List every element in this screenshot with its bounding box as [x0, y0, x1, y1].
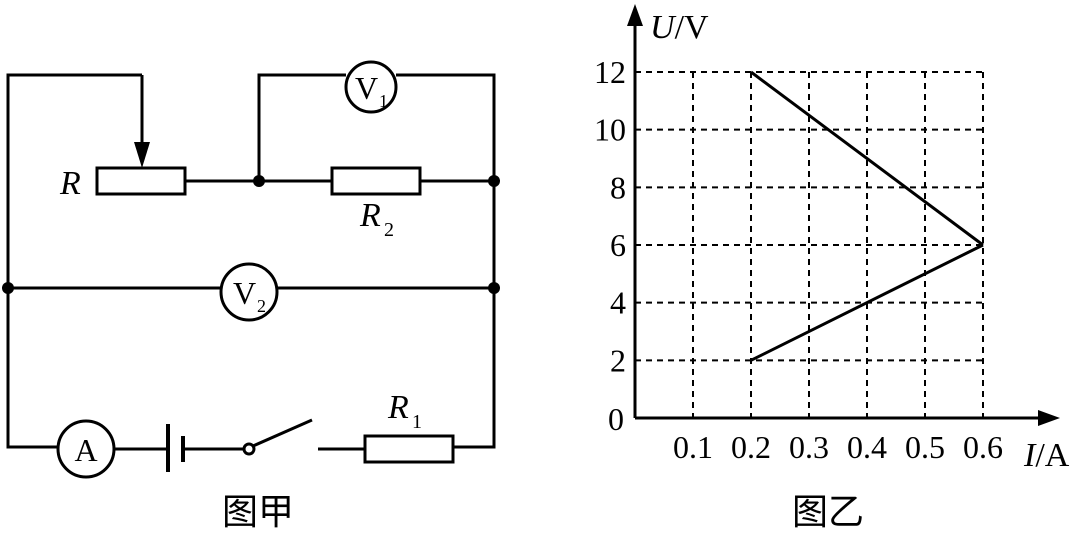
x-tick-label: 0.4	[847, 429, 887, 465]
junction-dot	[488, 175, 500, 187]
circuit-diagram	[6, 60, 496, 479]
circuit-labels: R R 2 R 1 V 1 V 2 A	[59, 70, 422, 468]
circuit-caption: 图甲	[222, 492, 294, 533]
y-axis-unit: /V	[675, 9, 709, 46]
y-tick-label: 6	[610, 227, 626, 263]
x-axis-arrow	[1038, 410, 1060, 426]
x-tick-label: 0.5	[905, 429, 945, 465]
y-tick-label: 4	[610, 285, 626, 321]
rheostat-R	[95, 166, 187, 196]
wire-left	[6, 73, 142, 449]
graph-panel: 0.1 0.2 0.3 0.4 0.5 0.6 2 4 6 8 10 12 0 U/V I/A 图乙	[594, 4, 1070, 533]
x-tick-label: 0.2	[731, 429, 771, 465]
y-axis-arrow	[627, 4, 643, 26]
data-series	[750, 70, 984, 362]
resistor-R1	[363, 434, 455, 464]
label-R2-subscript: 2	[384, 219, 394, 241]
x-tick-label: 0.6	[963, 429, 1003, 465]
junction-dot	[253, 175, 265, 187]
x-axis-symbol: I	[1023, 437, 1037, 474]
y-tick-label: 2	[610, 342, 626, 378]
label-R2: R	[359, 197, 381, 234]
voltmeter-V1	[344, 60, 398, 114]
label-V2: V	[233, 275, 256, 311]
axes	[627, 4, 1060, 426]
label-V2-subscript: 2	[257, 296, 266, 316]
voltmeter-V2	[219, 262, 279, 322]
y-tick-label: 8	[610, 169, 626, 205]
y-axis-label: U/V	[650, 9, 709, 46]
wire-V1-right	[396, 73, 496, 449]
x-axis-label: I/A	[1023, 437, 1070, 474]
x-tick-label: 0.1	[673, 429, 713, 465]
wire-V1-left	[257, 73, 346, 181]
rheostat-slider-arrow	[134, 142, 150, 168]
resistor-R2	[330, 166, 422, 196]
series-line	[750, 243, 984, 362]
grid	[635, 71, 984, 418]
y-tick-label: 10	[594, 112, 626, 148]
junction-dot	[488, 282, 500, 294]
junction-dot	[2, 282, 14, 294]
label-A: A	[74, 432, 97, 468]
y-axis-symbol: U	[650, 9, 677, 46]
x-axis-unit: /A	[1035, 437, 1069, 474]
label-R: R	[59, 165, 81, 202]
y-tick-label: 12	[594, 54, 626, 90]
tick-labels: 0.1 0.2 0.3 0.4 0.5 0.6 2 4 6 8 10 12	[594, 54, 1003, 465]
graph-caption: 图乙	[792, 492, 864, 533]
circuit-junctions	[2, 175, 500, 294]
switch-blade	[252, 418, 313, 448]
series-line	[750, 70, 984, 247]
label-R1-subscript: 1	[412, 411, 422, 433]
origin-label: 0	[608, 401, 624, 437]
label-V1-subscript: 1	[379, 91, 388, 111]
switch-pivot	[242, 442, 256, 456]
x-tick-label: 0.3	[789, 429, 829, 465]
label-R1: R	[387, 389, 409, 426]
label-V1: V	[355, 70, 378, 106]
